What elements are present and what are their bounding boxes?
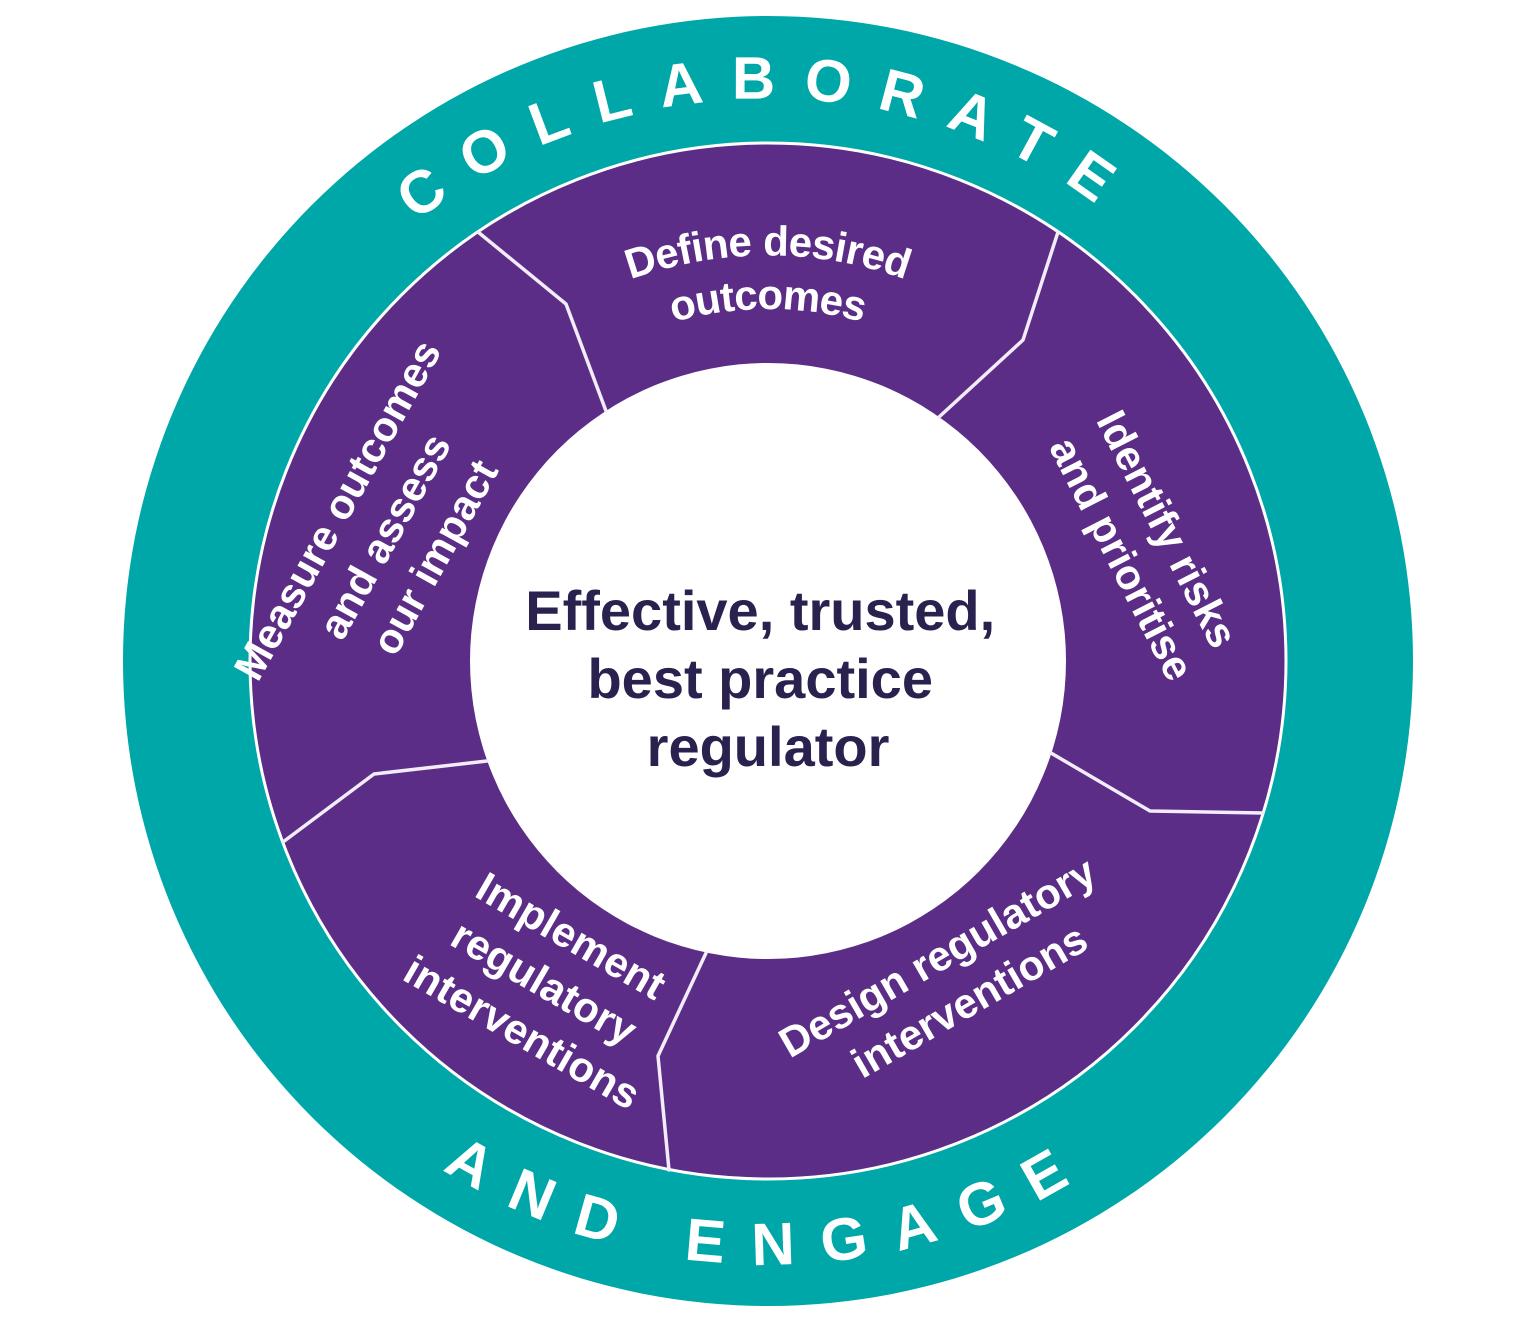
center-statement: Effective, trusted, best practice regula… xyxy=(525,579,1010,778)
segment-label-define: Define desired outcomes xyxy=(619,217,917,330)
divider-define-identify xyxy=(937,230,1060,419)
divider-measure-define xyxy=(476,230,608,413)
center-circle xyxy=(470,363,1066,959)
divider-implement-measure xyxy=(281,759,489,844)
divider-design-implement xyxy=(656,951,708,1172)
divider-identify-design xyxy=(1049,751,1265,815)
segment-dividers xyxy=(281,230,1265,1172)
